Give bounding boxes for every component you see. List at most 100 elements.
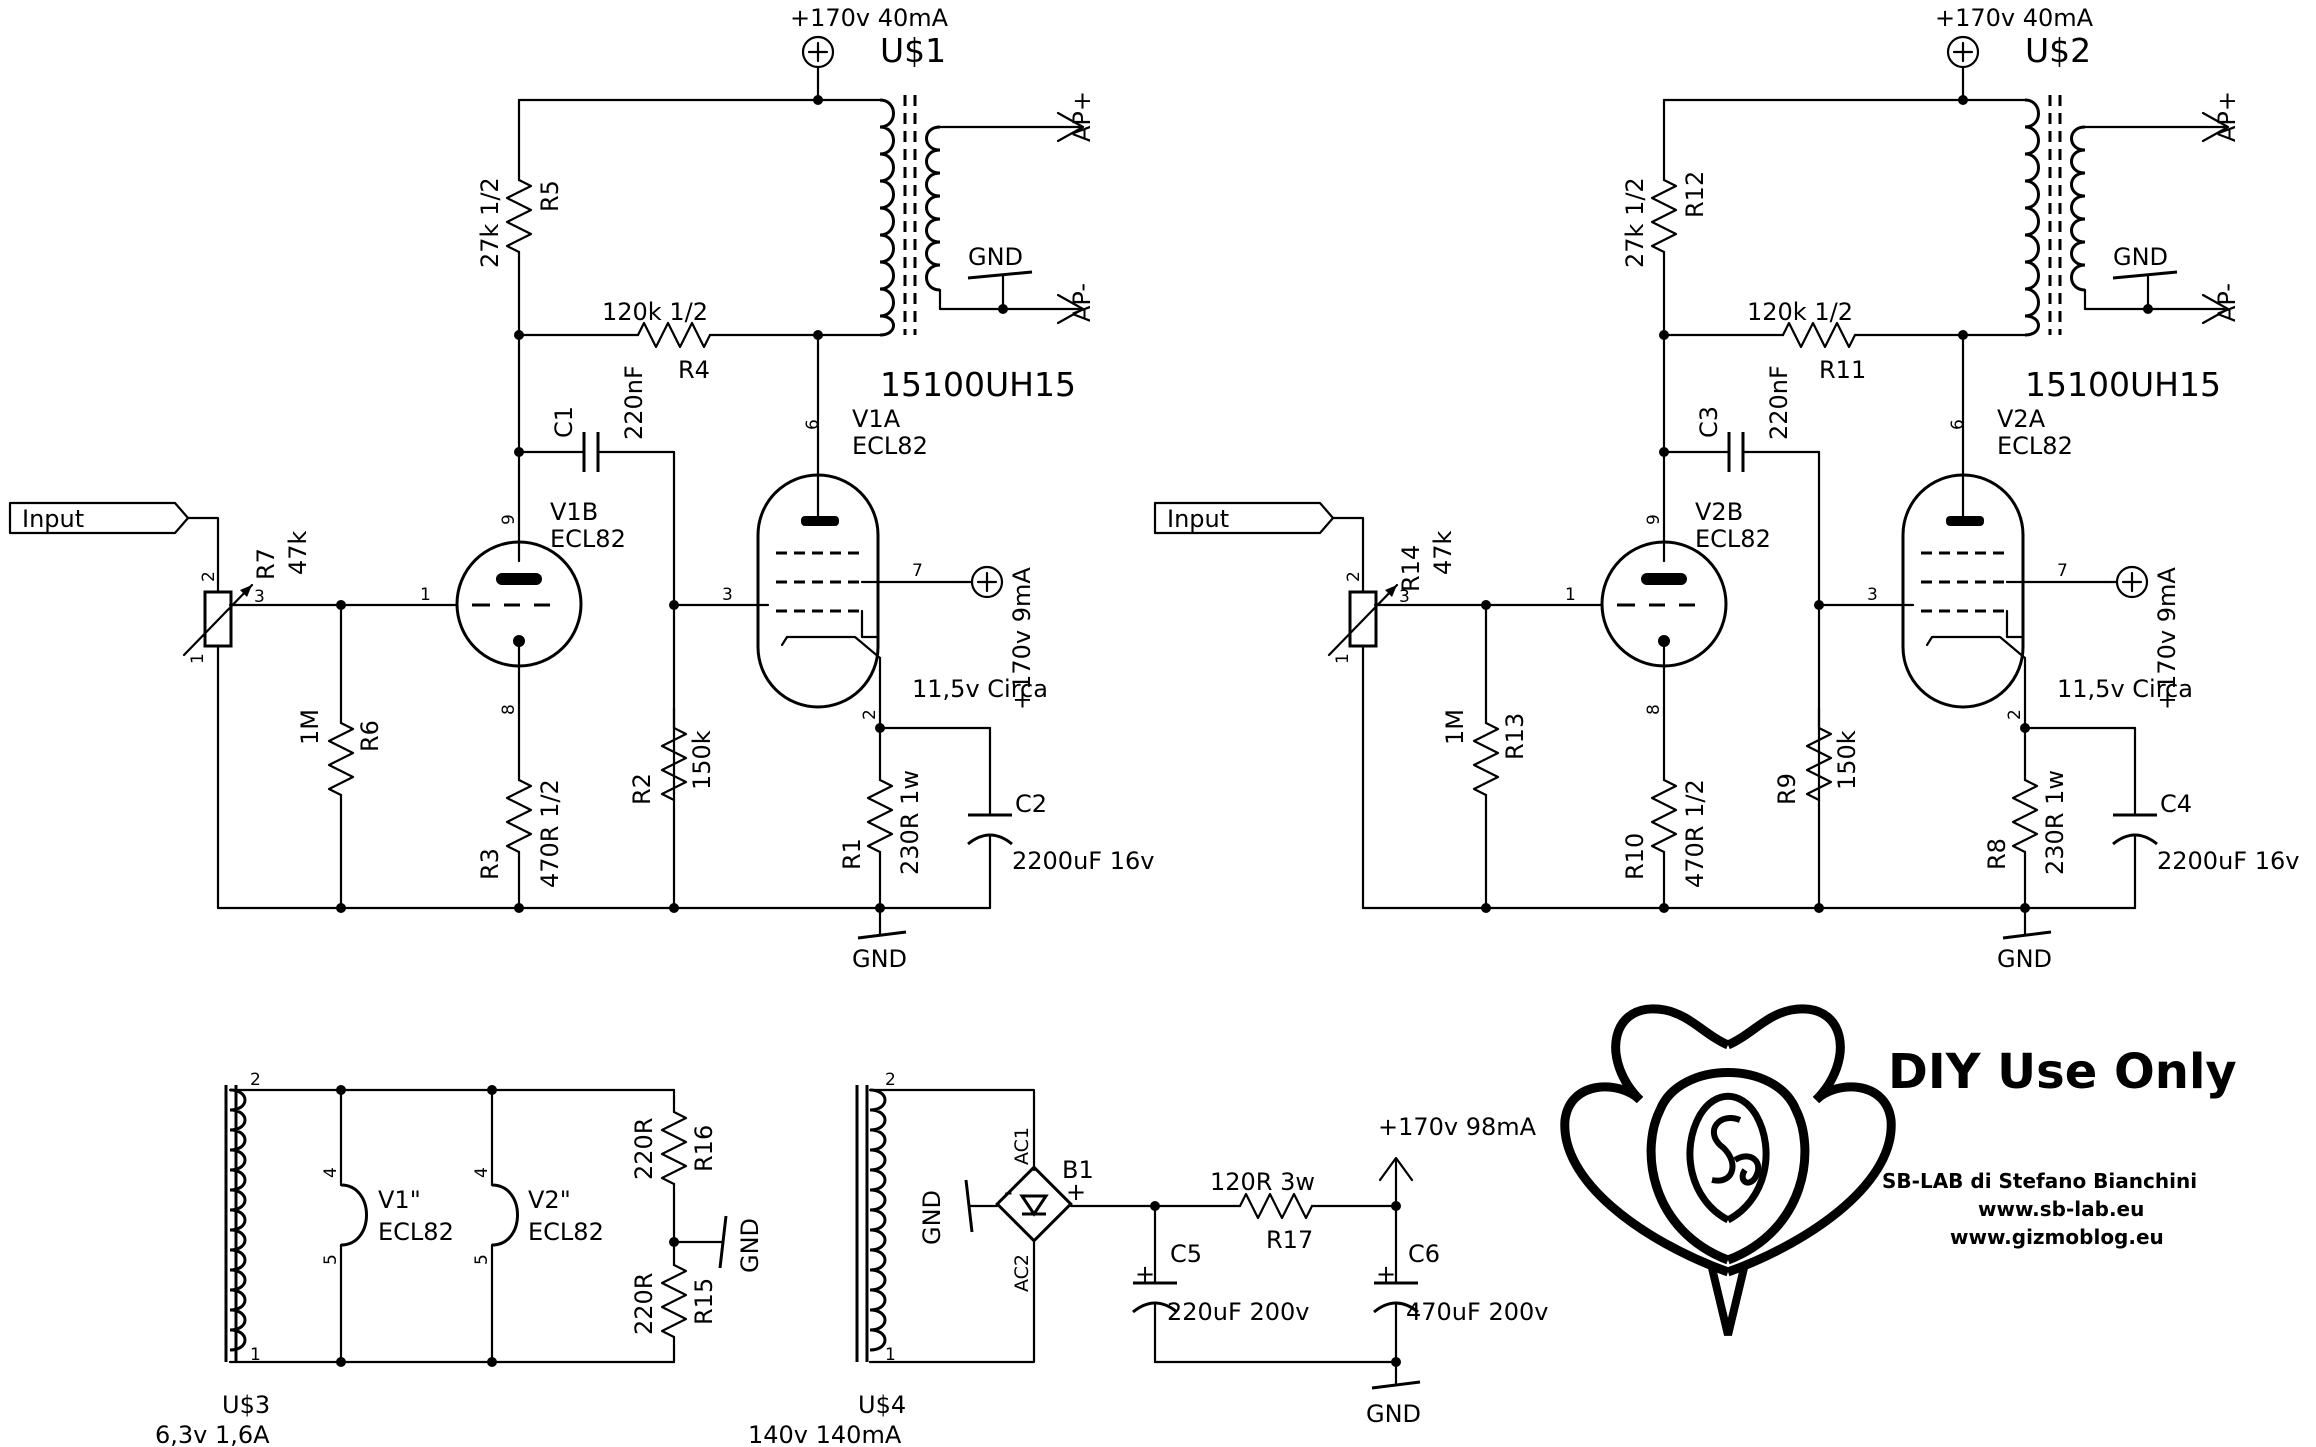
pentode-name: V1A bbox=[852, 405, 901, 433]
c-couple-value: 220nF bbox=[1765, 365, 1793, 440]
pin-3: 3 bbox=[1867, 585, 1878, 605]
fil1-pin-5: 5 bbox=[321, 1254, 341, 1265]
r-cath2-value: 230R 1w bbox=[896, 770, 924, 875]
pot-pin-1: 1 bbox=[1333, 653, 1353, 664]
ap-plus-label: AP+ bbox=[2213, 91, 2241, 142]
channel-1-labels: +170v 40mA U$1 15100UH15 AP+ AP- GND 27k… bbox=[22, 4, 1154, 973]
triode-type: ECL82 bbox=[1695, 525, 1771, 553]
input-label: Input bbox=[1167, 505, 1229, 533]
r-plate-name: R5 bbox=[536, 180, 564, 212]
pot-pin-1: 1 bbox=[188, 653, 208, 664]
pin-3: 3 bbox=[722, 585, 733, 605]
pin-2: 2 bbox=[2005, 709, 2025, 720]
c6-name: C6 bbox=[1408, 1240, 1440, 1268]
triode-name: V1B bbox=[550, 498, 598, 526]
pin-9: 9 bbox=[1644, 514, 1664, 525]
c-couple-name: C1 bbox=[550, 406, 578, 438]
pin-8: 8 bbox=[499, 704, 519, 715]
r-grid-name: R6 bbox=[356, 720, 384, 752]
pentode-type: ECL82 bbox=[1997, 432, 2073, 460]
pin-7: 7 bbox=[2057, 561, 2068, 581]
r-fb-value: 120k 1/2 bbox=[1747, 298, 1853, 326]
r-cath2-name: R8 bbox=[1983, 838, 2011, 870]
r-grid-name: R13 bbox=[1501, 713, 1529, 760]
pentode-name: V2A bbox=[1997, 405, 2046, 433]
heater-rating-label: 6,3v 1,6A bbox=[155, 1421, 270, 1447]
transformer-label: 15100UH15 bbox=[880, 365, 1076, 404]
pot-name: R7 bbox=[252, 548, 280, 580]
fil2-pin-4: 4 bbox=[472, 1167, 492, 1178]
pin-1: 1 bbox=[1565, 585, 1576, 605]
pot-name: R14 bbox=[1397, 545, 1425, 592]
r-fb-value: 120k 1/2 bbox=[602, 298, 708, 326]
c6-value: 470uF 200v bbox=[1406, 1298, 1548, 1326]
author-label: SB-LAB di Stefano Bianchini bbox=[1882, 1169, 2197, 1193]
pot-pin-3: 3 bbox=[1399, 587, 1410, 607]
diy-notice: DIY Use Only bbox=[1888, 1044, 2237, 1100]
r-plate-name: R12 bbox=[1681, 171, 1709, 218]
channel-2-labels: +170v 40mA U$2 15100UH15 AP+ AP- GND 27k… bbox=[1167, 4, 2299, 973]
psu-output-label: +170v 98mA bbox=[1378, 1113, 1537, 1141]
fil2-type: ECL82 bbox=[528, 1218, 604, 1246]
pot-pin-3: 3 bbox=[254, 587, 265, 607]
pot-value: 47k bbox=[1429, 530, 1457, 575]
gnd-secondary-label: GND bbox=[2113, 243, 2168, 271]
c6-plus: + bbox=[1376, 1260, 1396, 1288]
fil1-pin-4: 4 bbox=[321, 1167, 341, 1178]
pin-1: 1 bbox=[420, 585, 431, 605]
g2-supply-label: +170v 9mA bbox=[2153, 567, 2181, 710]
r-cath1-value: 470R 1/2 bbox=[1681, 779, 1709, 888]
r-grid-value: 1M bbox=[1441, 709, 1469, 745]
r15-value: 220R bbox=[630, 1273, 658, 1335]
pentode-type: ECL82 bbox=[852, 432, 928, 460]
supply-label: +170v 40mA bbox=[790, 4, 949, 32]
r16-name: R16 bbox=[690, 1125, 718, 1172]
pin-8: 8 bbox=[1644, 704, 1664, 715]
r-grid-value: 1M bbox=[296, 709, 324, 745]
pot-pin-2: 2 bbox=[1344, 571, 1364, 582]
bridge-name: B1 bbox=[1062, 1156, 1094, 1184]
fil2-name: V2" bbox=[528, 1186, 571, 1214]
r-grid2-name: R9 bbox=[1773, 773, 1801, 805]
gnd-label: GND bbox=[1997, 945, 2052, 973]
c-cath-value: 2200uF 16v bbox=[1012, 847, 1154, 875]
bridge-ac1: AC1 bbox=[1011, 1127, 1033, 1165]
r-fb-name: R4 bbox=[678, 356, 710, 384]
c5-name: C5 bbox=[1170, 1240, 1202, 1268]
cathode-voltage-label: 11,5v Circa bbox=[912, 675, 1048, 703]
triode-type: ECL82 bbox=[550, 525, 626, 553]
pin-7: 7 bbox=[912, 561, 923, 581]
pin-2: 2 bbox=[860, 709, 880, 720]
transformer-label: 15100UH15 bbox=[2025, 365, 2221, 404]
cathode-voltage-label: 11,5v Circa bbox=[2057, 675, 2193, 703]
heater-gnd-label: GND bbox=[736, 1218, 764, 1273]
r-cath1-name: R3 bbox=[476, 848, 504, 880]
site-1-label: www.sb-lab.eu bbox=[1978, 1197, 2144, 1221]
psu-gnd-left: GND bbox=[918, 1190, 946, 1245]
psu-unit-label: U$4 bbox=[858, 1391, 906, 1419]
c-cath-name: C2 bbox=[1015, 790, 1047, 818]
ap-minus-label: AP- bbox=[1068, 283, 1096, 322]
site-2-label: www.gizmoblog.eu bbox=[1950, 1225, 2164, 1249]
unit-label: U$1 bbox=[880, 31, 946, 70]
pin-6: 6 bbox=[803, 419, 823, 430]
r-cath1-name: R10 bbox=[1621, 833, 1649, 880]
gnd-label: GND bbox=[852, 945, 907, 973]
c-cath-value: 2200uF 16v bbox=[2157, 847, 2299, 875]
heater-pin-1: 1 bbox=[250, 1345, 261, 1365]
input-label: Input bbox=[22, 505, 84, 533]
pot-pin-2: 2 bbox=[199, 571, 219, 582]
c-cath-name: C4 bbox=[2160, 790, 2192, 818]
ap-minus-label: AP- bbox=[2213, 283, 2241, 322]
c-couple-name: C3 bbox=[1695, 406, 1723, 438]
psu-rating-label: 140v 140mA bbox=[748, 1421, 902, 1447]
heater-circuit: 2 1 4 5 4 5 V1" ECL82 V2" ECL82 220R R16… bbox=[155, 1070, 764, 1447]
pot-value: 47k bbox=[284, 530, 312, 575]
r17-value: 120R 3w bbox=[1210, 1168, 1315, 1196]
pin-6: 6 bbox=[1948, 419, 1968, 430]
psu-pin-1: 1 bbox=[885, 1345, 896, 1365]
pin-9: 9 bbox=[499, 514, 519, 525]
c5-plus: + bbox=[1135, 1260, 1155, 1288]
r-cath2-value: 230R 1w bbox=[2041, 770, 2069, 875]
